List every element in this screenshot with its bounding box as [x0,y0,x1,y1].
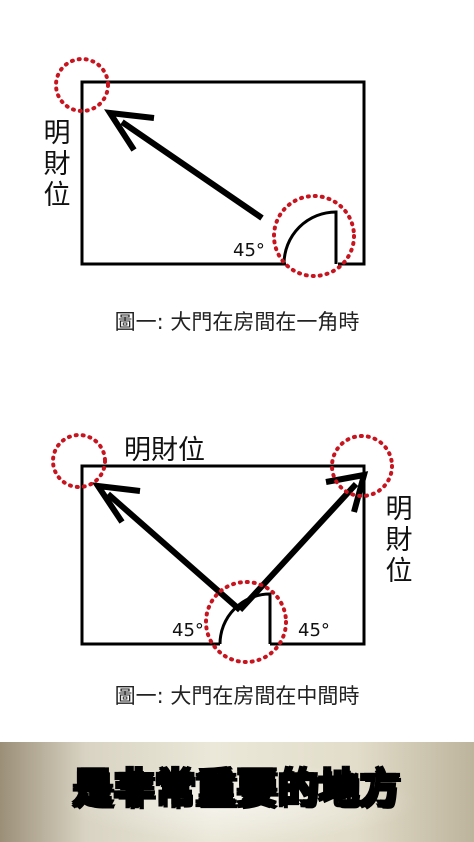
door-marker [204,580,288,664]
angle-label: 45° [233,240,265,261]
right-arrow-shaft [237,481,359,613]
wealth-position-marker-left [51,433,107,489]
angle-label-left: 45° [172,620,204,641]
fabric-highlight [60,762,420,842]
wealth-position-label-side: 明 財 位 [385,494,413,587]
diagram-door-at-corner: 明 財 位 45° 圖一: 大門在房間在一角時 [0,0,474,370]
subtitle-caption: 是非常重要的地方 [72,765,401,813]
diagram-door-in-middle: 明財位 明 財 位 45° 45° 圖一: 大門在房間在中間時 [0,370,474,742]
door-swing-arc [282,210,338,265]
wealth-position-marker [54,57,110,113]
wealth-position-marker-right [330,434,394,498]
right-arrow-head [325,471,369,513]
floorplan-middle-svg [51,433,394,664]
room-outline [80,80,366,266]
caption-corner: 圖一: 大門在房間在一角時 [114,310,360,334]
wealth-position-label-top: 明財位 [124,435,205,466]
video-background [0,742,474,842]
left-arrow-head [91,482,141,524]
room-outline [80,464,366,646]
caption-middle: 圖一: 大門在房間在中間時 [114,684,360,708]
left-arrow-shaft [106,491,242,613]
floorplan-corner-svg [54,57,366,278]
direction-arrow-shaft [120,119,264,221]
direction-arrow-head [104,109,155,152]
door-marker [272,194,356,278]
wealth-position-label: 明 財 位 [43,118,71,211]
angle-label-right: 45° [298,620,330,641]
